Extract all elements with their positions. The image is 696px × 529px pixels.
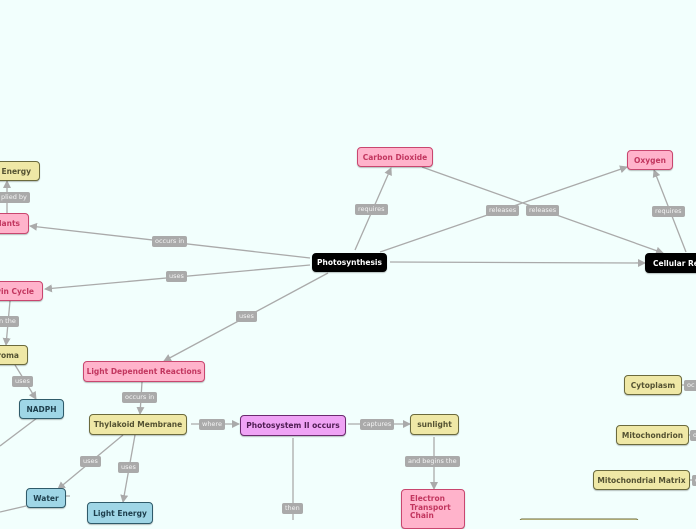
node-plants[interactable]: plants xyxy=(0,213,29,234)
edge-label-occurs-in-thylakoid[interactable]: occurs in xyxy=(122,392,158,403)
edge-label-uses-nadph[interactable]: uses xyxy=(12,376,33,387)
node-thylakoid-membrane[interactable]: Thylakoid Membrane xyxy=(89,414,187,435)
node-photosynthesis[interactable]: Photosynthesis xyxy=(312,253,387,272)
edge-label-matrix[interactable]: o xyxy=(692,475,696,486)
node-label: Electron Transport Chain xyxy=(410,494,451,520)
node-label: Photosystem II occurs xyxy=(246,421,340,430)
node-label: Cellular Re xyxy=(653,258,696,268)
edge-label-mitochondrion[interactable]: o xyxy=(690,430,696,441)
node-label: Mitochondrial Matrix xyxy=(597,475,686,485)
node-label: vin Cycle xyxy=(0,286,34,296)
edge-label-requires-o2[interactable]: requires xyxy=(652,206,685,217)
edge-label-where[interactable]: where xyxy=(199,419,225,430)
edge-label-releases-1[interactable]: releases xyxy=(486,205,520,216)
node-stroma[interactable]: roma xyxy=(0,345,28,365)
node-electron-transport-chain[interactable]: Electron Transport Chain xyxy=(401,489,465,529)
node-light-energy[interactable]: Light Energy xyxy=(87,502,153,524)
node-nadph[interactable]: NADPH xyxy=(19,399,64,419)
node-label: t Energy xyxy=(0,166,31,176)
edge-label-uses-water[interactable]: uses xyxy=(80,456,101,467)
node-label: Light Dependent Reactions xyxy=(86,367,202,376)
node-label: NADPH xyxy=(26,404,57,414)
node-label: Light Energy xyxy=(93,508,147,518)
node-label: Water xyxy=(33,493,59,503)
edge-label-cytoplasm[interactable]: oc xyxy=(684,380,696,391)
node-label: roma xyxy=(0,350,19,360)
node-oxygen[interactable]: Oxygen xyxy=(627,150,673,170)
edge-label-supplied-by[interactable]: plied by xyxy=(0,192,30,203)
edge-label-occurs-in-plants[interactable]: occurs in xyxy=(152,236,188,247)
node-water[interactable]: Water xyxy=(26,488,66,508)
node-sunlight[interactable]: sunlight xyxy=(410,414,459,435)
node-carbon-dioxide[interactable]: Carbon Dioxide xyxy=(357,147,433,167)
node-calvin-cycle[interactable]: vin Cycle xyxy=(0,281,43,301)
edge-label-in-the[interactable]: n the xyxy=(0,316,19,327)
node-label: Photosynthesis xyxy=(317,258,382,267)
node-label: Cytoplasm xyxy=(630,380,676,390)
node-label: sunlight xyxy=(417,420,452,429)
edge-label-and-begins-the[interactable]: and begins the xyxy=(405,456,460,467)
edge-label-requires-co2[interactable]: requires xyxy=(355,204,388,215)
node-label: Mitochondrion xyxy=(621,430,684,440)
node-cellular-respiration[interactable]: Cellular Re xyxy=(645,253,696,273)
node-label: Carbon Dioxide xyxy=(362,152,428,162)
edge-label-releases-2[interactable]: releases xyxy=(526,205,560,216)
edge-label-then[interactable]: then xyxy=(282,503,303,514)
edge-label-uses-calvin[interactable]: uses xyxy=(166,271,187,282)
node-mitochondrion[interactable]: Mitochondrion xyxy=(616,425,689,445)
node-mitochondrial-matrix[interactable]: Mitochondrial Matrix xyxy=(593,470,690,490)
node-light-dependent-reactions[interactable]: Light Dependent Reactions xyxy=(83,361,205,382)
node-cytoplasm[interactable]: Cytoplasm xyxy=(624,375,682,395)
node-photosystem-ii[interactable]: Photosystem II occurs xyxy=(240,415,346,436)
node-label: plants xyxy=(0,219,20,228)
edge-label-captures[interactable]: captures xyxy=(360,419,395,430)
edge-label-uses-ldr[interactable]: uses xyxy=(236,311,257,322)
edge-label-uses-light-energy[interactable]: uses xyxy=(118,462,139,473)
node-light-energy-top[interactable]: t Energy xyxy=(0,161,40,181)
node-label: Oxygen xyxy=(634,155,666,165)
node-label: Thylakoid Membrane xyxy=(93,420,183,429)
